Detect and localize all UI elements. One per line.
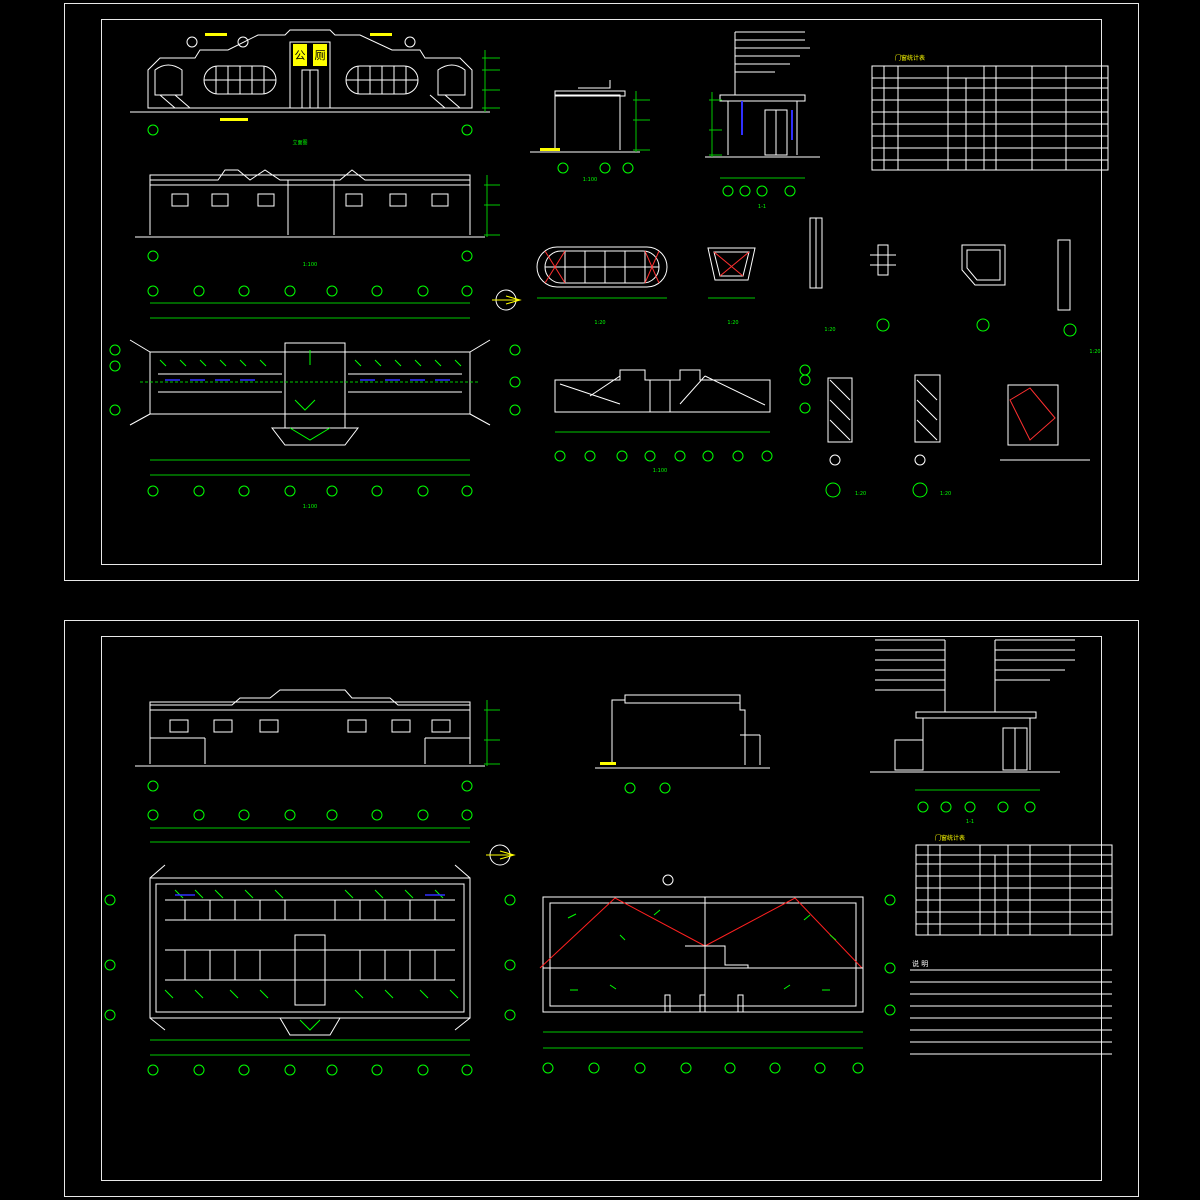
parapet-scale-1: 1:20: [855, 491, 866, 497]
plan-axis-bubbles-top: [109, 285, 521, 497]
sheet-1-inner-frame: [101, 19, 1102, 565]
plan-scale: 1:100: [303, 504, 317, 510]
parapet-scale-2: 1:20: [940, 491, 951, 497]
wall-detail-2-scale: 1:20: [1089, 349, 1100, 355]
roof-plan-scale: 1:100: [653, 468, 667, 474]
section-label-2: 1-1: [966, 819, 974, 825]
window-detail-2-scale: 1:20: [727, 320, 738, 326]
notes-title: 说 明: [912, 959, 928, 968]
rear-elevation-scale: 1:100: [303, 262, 317, 268]
floor-plan-2: [104, 809, 516, 1076]
section-1-1: 1-1: [705, 31, 820, 210]
sign-char-left: 公: [295, 49, 306, 62]
side-elevation-2: [595, 694, 770, 794]
sheet-2-inner-frame: [101, 636, 1102, 1181]
door-window-schedule-table-2: 门窗统计表: [915, 834, 1113, 936]
drawing-sheet-2: [64, 620, 1139, 1197]
schedule-title-2: 门窗统计表: [935, 834, 965, 842]
window-detail-scale: 1:20: [594, 320, 605, 326]
parapet-details: 1:20 1:20: [825, 374, 1090, 498]
general-notes: 说 明: [910, 959, 1112, 1055]
ground-floor-plan: 1:100: [109, 285, 522, 510]
door-window-schedule-table-1: 门窗统计表: [871, 54, 1109, 171]
front-elevation-labels: 公 厕 立面图: [147, 33, 500, 146]
window-detail-shield: 1:20: [707, 247, 756, 326]
side-elevation-a: 1:100: [530, 80, 650, 183]
rear-elevation-2: [135, 689, 500, 792]
drawing-sheet-1: [64, 3, 1139, 581]
sheet-2-drawings: 1-1 门窗统计表 说 明: [104, 639, 1113, 1076]
sign-char-right: 厕: [315, 49, 326, 62]
schedule-title-1: 门窗统计表: [895, 54, 925, 62]
wall-detail-scale: 1:20: [824, 327, 835, 333]
roof-plan-1: 1:100: [554, 364, 811, 474]
front-elevation-title: 立面图: [292, 139, 307, 146]
section-1-1-sheet-2: 1-1: [870, 639, 1075, 825]
roof-plan-2: [539, 874, 896, 1074]
rear-elevation: 1:100: [135, 169, 500, 268]
side-elevation-a-scale: 1:100: [583, 177, 597, 183]
window-detail-oval: 1:20: [536, 246, 668, 326]
section-label: 1-1: [758, 204, 766, 210]
front-elevation-facade: [130, 29, 490, 113]
wall-section-details: 1:20 1:20: [809, 217, 1101, 355]
sheet-1-drawings: 公 厕 立面图 1:100: [109, 29, 1109, 510]
